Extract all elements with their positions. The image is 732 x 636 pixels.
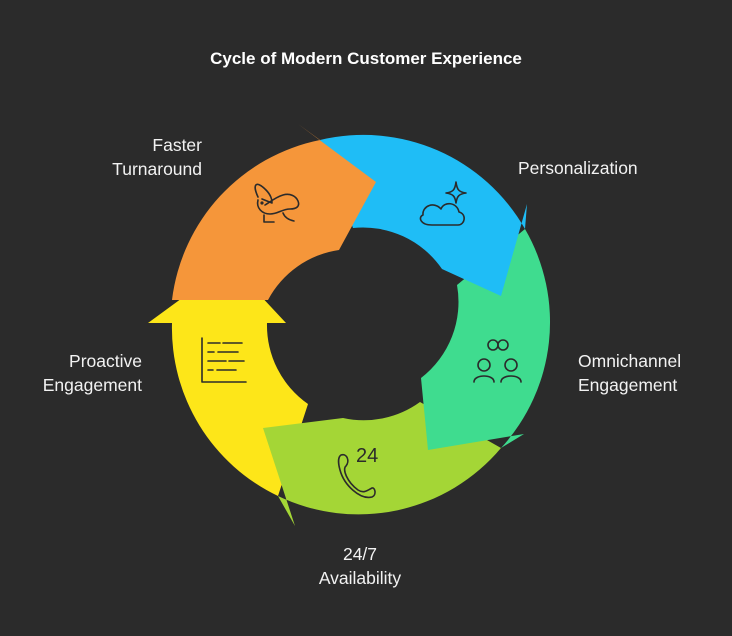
segment-faster [172, 124, 376, 300]
label-personalization: Personalization [518, 158, 638, 178]
icon-glyph-24: 24 [356, 445, 378, 467]
users-link-icon [473, 339, 522, 383]
diagram-title: Cycle of Modern Customer Experience [210, 49, 522, 68]
chart-lines-icon [201, 337, 247, 383]
segment-omnichannel [421, 229, 551, 450]
rabbit-icon [254, 183, 300, 223]
label-availability: 24/7 Availability [318, 544, 402, 588]
cloud-sparkle-icon [419, 181, 467, 226]
phone-24-icon: 24 [337, 445, 378, 499]
label-faster-turnaround: Faster Turnaround [112, 135, 202, 179]
label-proactive-engagement: Proactive Engagement [42, 351, 142, 395]
label-omnichannel-engagement: Omnichannel Engagement [578, 351, 682, 395]
